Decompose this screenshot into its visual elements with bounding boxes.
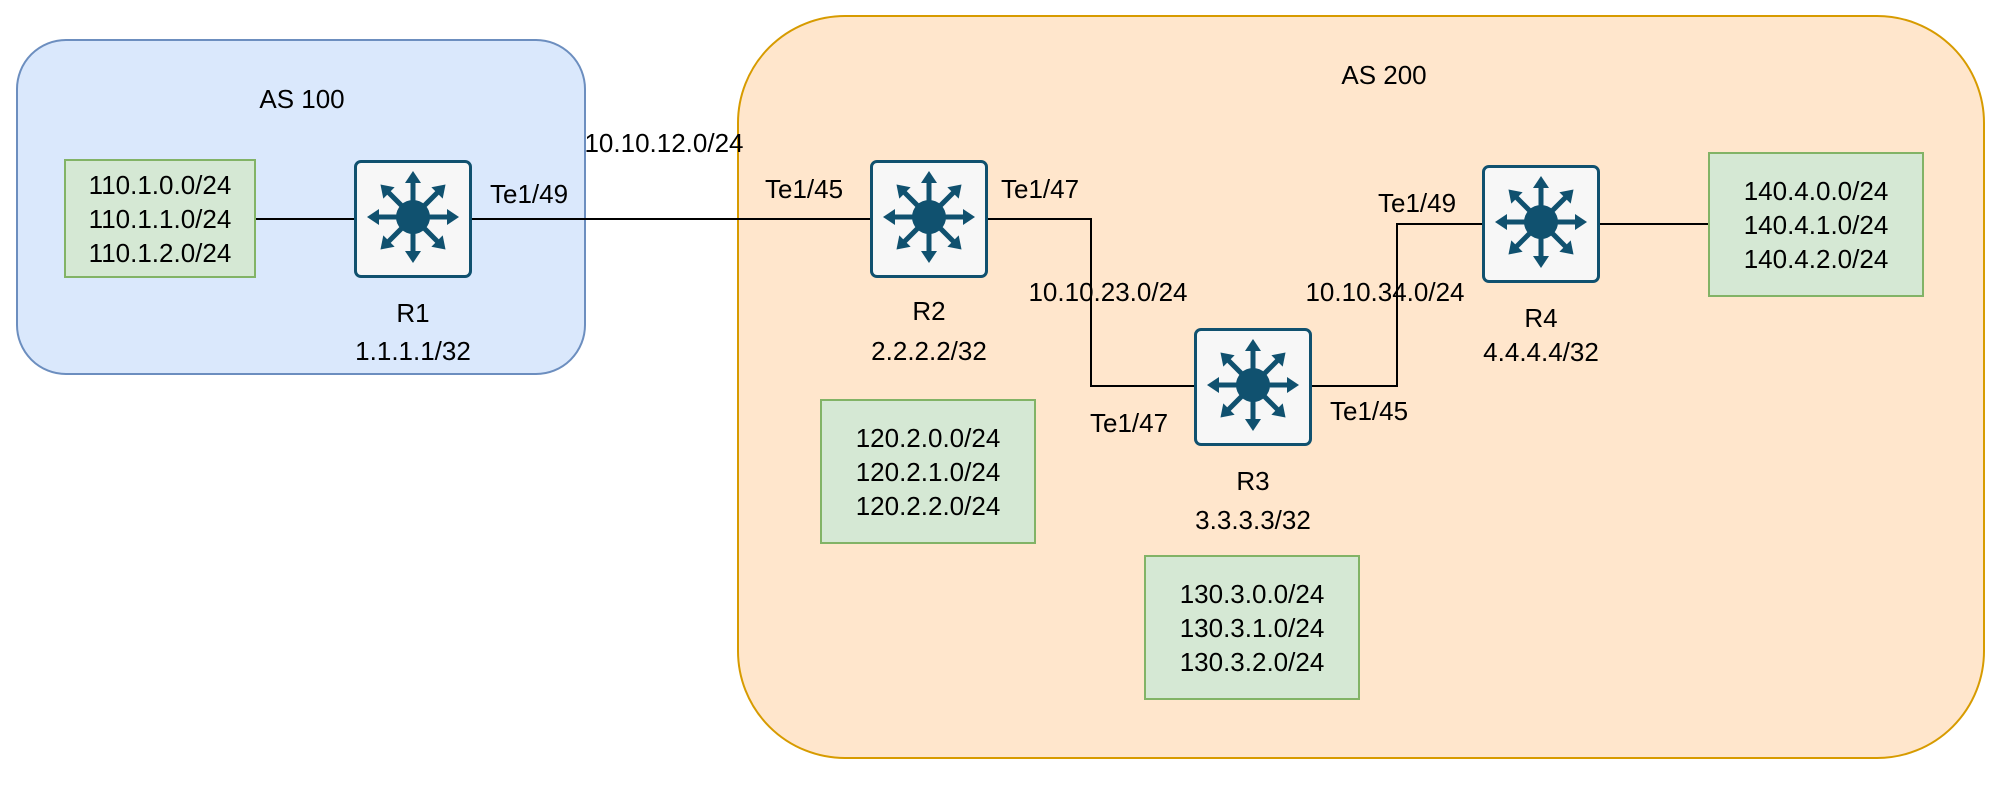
- network-prefix: 140.4.1.0/24: [1743, 209, 1889, 240]
- network-box-r1: 110.1.0.0/24 110.1.1.0/24 110.1.2.0/24: [64, 159, 256, 278]
- network-prefix: 120.2.1.0/24: [855, 456, 1001, 487]
- router-name: R3: [1236, 466, 1270, 496]
- as-100-label: AS 100: [259, 84, 345, 114]
- router-loopback: 1.1.1.1/32: [355, 336, 471, 366]
- network-prefix: 130.3.2.0/24: [1179, 646, 1325, 677]
- link-subnet-label: 10.10.12.0/24: [584, 128, 744, 158]
- router-icon: [1203, 335, 1303, 440]
- port-label: Te1/45: [1330, 396, 1409, 426]
- port-label: Te1/47: [1090, 408, 1169, 438]
- router-loopback: 2.2.2.2/32: [871, 336, 987, 366]
- port-label: Te1/47: [1001, 174, 1080, 204]
- network-prefix: 140.4.0.0/24: [1743, 175, 1889, 206]
- router-name: R2: [912, 296, 946, 326]
- network-box-r2: 120.2.0.0/24 120.2.1.0/24 120.2.2.0/24: [820, 399, 1036, 544]
- router-icon: [363, 167, 463, 272]
- network-prefix: 140.4.2.0/24: [1743, 243, 1889, 274]
- router-r4[interactable]: [1482, 165, 1600, 283]
- network-prefix: 110.1.2.0/24: [88, 237, 232, 268]
- router-r3[interactable]: [1194, 328, 1312, 446]
- network-prefix: 120.2.2.0/24: [855, 490, 1001, 521]
- router-loopback: 3.3.3.3/32: [1195, 505, 1311, 535]
- link-r3-r4: [1312, 223, 1482, 387]
- network-prefix: 120.2.0.0/24: [855, 422, 1001, 453]
- as-200-label: AS 200: [1341, 60, 1427, 90]
- port-label: Te1/49: [490, 179, 569, 209]
- network-prefix: 110.1.0.0/24: [88, 169, 232, 200]
- link-subnet-label: 10.10.23.0/24: [1028, 277, 1188, 307]
- network-prefix: 130.3.0.0/24: [1179, 578, 1325, 609]
- network-box-r4: 140.4.0.0/24 140.4.1.0/24 140.4.2.0/24: [1708, 152, 1924, 297]
- router-name: R1: [396, 298, 430, 328]
- router-name: R4: [1524, 303, 1558, 333]
- router-r1[interactable]: [354, 160, 472, 278]
- network-prefix: 110.1.1.0/24: [88, 203, 232, 234]
- port-label: Te1/49: [1378, 188, 1457, 218]
- router-icon: [1491, 172, 1591, 277]
- link-subnet-label: 10.10.34.0/24: [1305, 277, 1465, 307]
- router-loopback: 4.4.4.4/32: [1483, 337, 1599, 367]
- link-r2-r3: [988, 218, 1194, 387]
- port-label: Te1/45: [765, 174, 844, 204]
- router-r2[interactable]: [870, 160, 988, 278]
- network-prefix: 130.3.1.0/24: [1179, 612, 1325, 643]
- router-icon: [879, 167, 979, 272]
- network-box-r3: 130.3.0.0/24 130.3.1.0/24 130.3.2.0/24: [1144, 555, 1360, 700]
